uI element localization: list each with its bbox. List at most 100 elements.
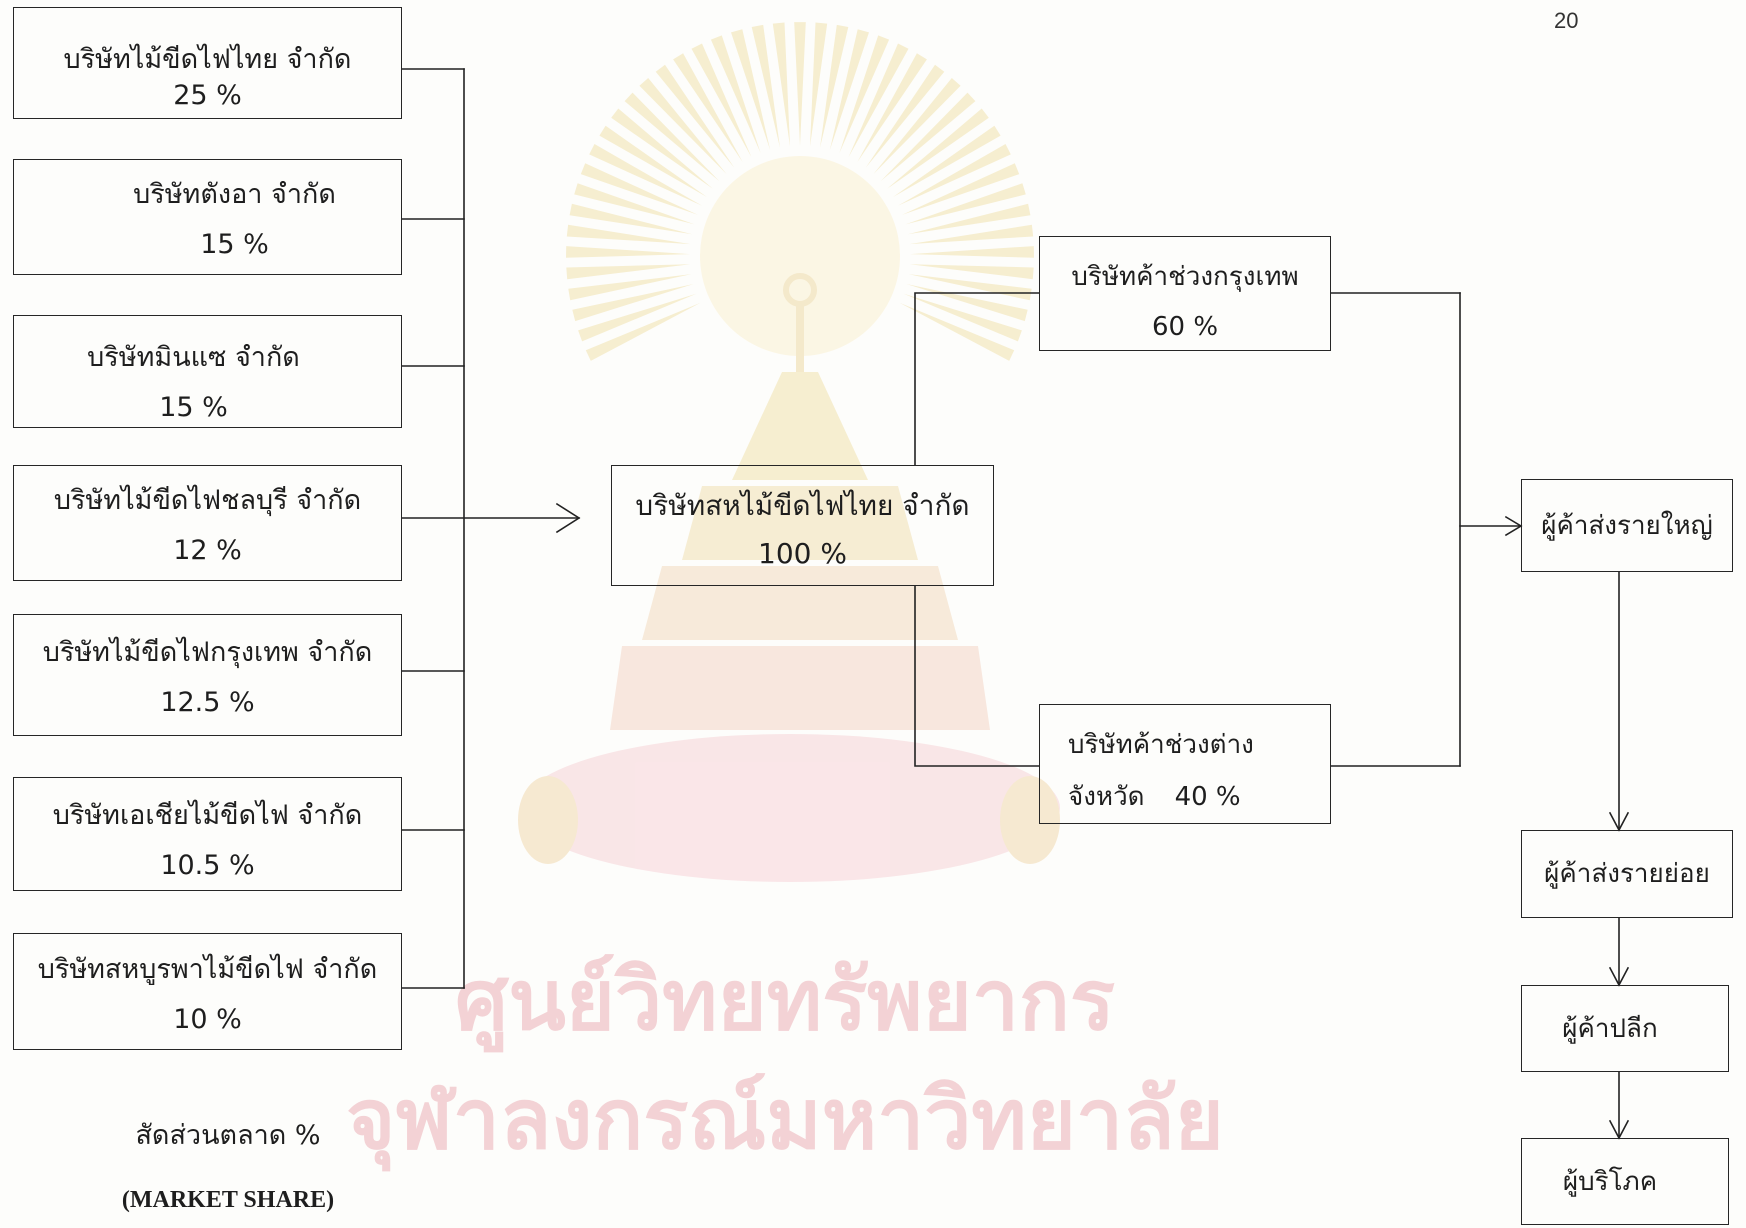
producer-box-2: บริษัทตังอา จำกัด 15 % — [13, 159, 402, 275]
emblem-tier-1 — [682, 486, 918, 560]
watermark-text-line-2: จุฬาลงกรณ์มหาวิทยาลัย — [346, 1070, 1224, 1168]
emblem-ray — [794, 22, 806, 147]
distributor-box: บริษัทสหไม้ขีดไฟไทย จำกัด 100 % — [611, 465, 994, 586]
producer-share: 15 % — [159, 391, 228, 423]
emblem-ray — [611, 108, 713, 189]
producer-box-4: บริษัทไม้ขีดไฟชลบุรี จำกัด 12 % — [13, 465, 402, 581]
emblem-ray — [897, 144, 1011, 206]
emblem-ray — [655, 64, 735, 168]
producer-box-6: บริษัทเอเชียไม้ขีดไฟ จำกัด 10.5 % — [13, 777, 402, 891]
emblem-ray — [639, 78, 727, 175]
emblem-ray — [624, 92, 720, 182]
producer-share: 10.5 % — [160, 850, 255, 881]
emblem-ray — [710, 35, 761, 154]
emblem-scroll-left — [518, 776, 578, 864]
chain-label: ผู้บริโภค — [1562, 1166, 1658, 1197]
emblem-ray — [910, 246, 1034, 258]
emblem-ray — [673, 53, 743, 163]
emblem-halo — [700, 156, 900, 356]
emblem-rays — [566, 22, 1034, 361]
emblem-ray — [820, 24, 849, 148]
emblem-ray — [566, 224, 691, 245]
watermark-text-line-1: ศูนย์วิทยทรัพยากร — [455, 951, 1115, 1049]
large-wholesaler-box: ผู้ค้าส่งรายใหญ่ — [1521, 479, 1733, 572]
producer-name: บริษัทเอเชียไม้ขีดไฟ จำกัด — [52, 800, 363, 831]
sub-distributor-name: บริษัทค้าช่วงต่าง — [1068, 730, 1254, 760]
emblem-ray — [899, 302, 1015, 361]
emblem-scroll-right — [1000, 776, 1060, 864]
emblem-ray — [902, 163, 1020, 215]
main-arrow-head — [555, 502, 581, 534]
sub-distributor-bangkok-box: บริษัทค้าช่วงกรุงเทพ 60 % — [1039, 236, 1331, 351]
sub-distributor-provincial-box: บริษัทค้าช่วงต่าง จังหวัด 40 % — [1039, 704, 1331, 824]
producer-share: 10 % — [173, 1003, 242, 1035]
sub-distributor-row-2: จังหวัด 40 % — [1068, 771, 1241, 823]
emblem-bell — [732, 372, 868, 480]
retailer-box: ผู้ค้าปลีก — [1521, 985, 1729, 1072]
emblem-ray — [568, 274, 692, 301]
emblem-ray — [857, 53, 927, 163]
producer-name: บริษัทตังอา จำกัด — [133, 179, 336, 210]
consumer-box: ผู้บริโภค — [1521, 1138, 1729, 1225]
producer-share: 15 % — [200, 229, 269, 260]
producer-box-1: บริษัทไม้ขีดไฟไทย จำกัด 25 % — [13, 7, 402, 119]
sub-distributor-share: 60 % — [1151, 311, 1219, 342]
small-wholesaler-box: ผู้ค้าส่งรายย่อย — [1521, 830, 1733, 918]
emblem-ray — [887, 108, 989, 189]
emblem-ray — [578, 293, 697, 342]
sub-distributor-name: บริษัทค้าช่วงกรุงเทพ — [1071, 261, 1299, 292]
emblem-tier-3 — [610, 646, 990, 730]
chain-label: ผู้ค้าส่งรายย่อย — [1544, 859, 1710, 889]
emblem-ray — [574, 183, 695, 225]
emblem-ray — [865, 64, 945, 168]
emblem-ray — [848, 43, 909, 158]
legend-label-thai: สัดส่วนตลาด % — [135, 1120, 321, 1151]
producer-share: 25 % — [173, 80, 242, 111]
producer-share: 12 % — [173, 535, 242, 566]
producer-name: บริษัทไม้ขีดไฟไทย จำกัด — [63, 44, 352, 75]
emblem-ray — [907, 203, 1031, 235]
chain-label: ผู้ค้าส่งรายใหญ่ — [1541, 510, 1713, 541]
emblem-ray — [892, 125, 1001, 198]
emblem-ray — [810, 22, 828, 147]
emblem-ray — [572, 284, 694, 322]
producer-share: 12.5 % — [160, 687, 255, 718]
emblem-ray — [839, 35, 890, 154]
emblem-ray — [909, 264, 1034, 280]
emblem-ray — [873, 78, 961, 175]
emblem-ray — [691, 43, 752, 158]
emblem-ray — [751, 24, 780, 148]
emblem-ray — [589, 144, 703, 206]
page-number: 20 — [1554, 8, 1579, 33]
producer-box-3: บริษัทมินแซ จำกัด 15 % — [13, 315, 402, 428]
emblem-ray — [772, 22, 790, 147]
emblem-ray — [566, 264, 691, 280]
distributor-to-bangkok-line — [914, 292, 1040, 466]
sub-distributor-share: 40 % — [1174, 782, 1241, 812]
distributor-name: บริษัทสหไม้ขีดไฟไทย จำกัด — [635, 488, 970, 522]
legend-label-english: (MARKET SHARE) — [121, 1187, 335, 1213]
producer-name: บริษัทสหบูรพาไม้ขีดไฟ จำกัด — [37, 953, 378, 985]
emblem-base — [520, 734, 1060, 882]
emblem-tier-2 — [642, 566, 958, 640]
emblem-ray — [731, 29, 771, 151]
emblem-ray — [569, 203, 693, 235]
distributor-to-provincial-line — [914, 585, 1040, 767]
producer-box-7: บริษัทสหบูรพาไม้ขีดไฟ จำกัด 10 % — [13, 933, 402, 1050]
producer-name: บริษัทไม้ขีดไฟกรุงเทพ จำกัด — [42, 637, 373, 668]
chain-label: ผู้ค้าปลีก — [1562, 1013, 1658, 1044]
emblem-ray — [599, 125, 708, 198]
sub-distributor-name-line-2: จังหวัด — [1068, 782, 1145, 812]
emblem-ray — [880, 92, 976, 182]
emblem-ray — [903, 293, 1022, 342]
distributor-share: 100 % — [758, 536, 847, 570]
emblem-ray — [905, 183, 1026, 225]
emblem-ray — [829, 29, 869, 151]
producer-name: บริษัทไม้ขีดไฟชลบุรี จำกัด — [53, 485, 362, 516]
emblem-ray — [909, 224, 1034, 245]
emblem-ray — [566, 246, 690, 258]
emblem-ray — [585, 302, 701, 361]
